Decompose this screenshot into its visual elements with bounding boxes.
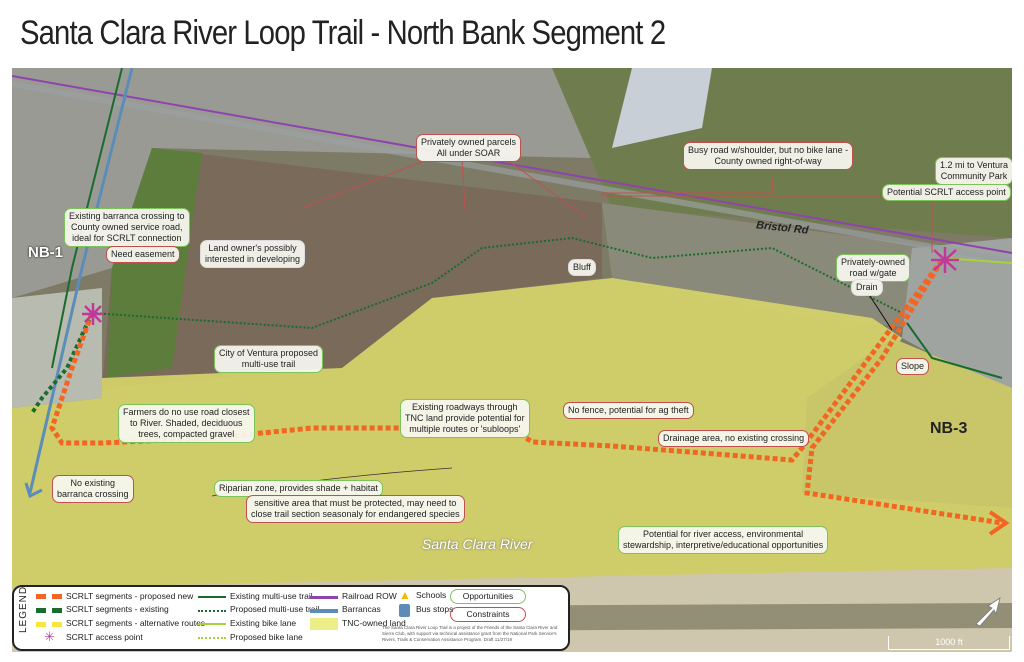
- legend-heading: LEGEND: [18, 585, 29, 633]
- bus-stop-icon: [399, 604, 410, 617]
- legend-opportunities: Opportunities: [450, 589, 526, 604]
- legend-swatch-proposed-bike: [198, 637, 226, 639]
- scrlt-proposed-segment: [49, 258, 945, 463]
- legend-swatch-tnc: [310, 618, 338, 630]
- legend-label: Bus stops: [416, 604, 454, 614]
- bluff-area: [602, 203, 942, 328]
- access-point-icon: ✳: [44, 629, 55, 644]
- legend-swatch-proposed: [36, 594, 62, 599]
- drain-arrow: [867, 292, 893, 331]
- legend-label: TNC-owned land: [342, 618, 406, 628]
- callout-drain: Drain: [851, 279, 883, 296]
- scrlt-proposed-segment-nb3: [804, 258, 1003, 526]
- callout-bluff: Bluff: [568, 259, 596, 276]
- proposed-multi-use-trail: [91, 236, 903, 330]
- legend-label: Railroad ROW: [342, 591, 397, 601]
- river-label: Santa Clara River: [422, 536, 533, 552]
- legend-label: Existing multi-use trail: [230, 591, 313, 601]
- greenhouses: [612, 68, 712, 148]
- urban-area: [12, 68, 592, 298]
- callout-drainage: Drainage area, no existing crossing: [658, 430, 810, 447]
- school-icon: ▲: [399, 588, 411, 602]
- legend-label: Schools: [416, 590, 447, 600]
- callout-sensitive: sensitive area that must be protected, m…: [246, 495, 465, 523]
- callout-leaders: [301, 155, 933, 253]
- legend-label: SCRLT access point: [66, 632, 143, 642]
- scrlt-existing-segment: [30, 312, 94, 415]
- legend-credit: The Santa Clara River Loop Trail is a pr…: [382, 625, 558, 642]
- north-arrow-icon: [975, 597, 1001, 627]
- callout-river-access: Potential for river access, environmenta…: [618, 526, 829, 554]
- barranca-arrow: [24, 482, 43, 499]
- legend-swatch-railroad: [310, 596, 338, 599]
- legend-swatch-existing: [36, 608, 62, 613]
- trail-direction-arrow: [988, 510, 1010, 536]
- legend-label: Proposed bike lane: [230, 632, 303, 642]
- existing-multi-use-trail: [51, 68, 123, 369]
- legend-swatch-multiuse: [198, 596, 226, 598]
- callout-access-point: Potential SCRLT access point: [882, 184, 1011, 201]
- segment-label-nb3: NB-3: [930, 420, 968, 437]
- legend: LEGEND SCRLT segments - proposed new SCR…: [12, 585, 570, 651]
- legend-label: Proposed multi-use trail: [230, 604, 320, 614]
- callout-busy-road: Busy road w/shoulder, but no bike lane -…: [683, 142, 854, 170]
- legend-constraints: Constraints: [450, 607, 526, 622]
- callout-fence: No fence, potential for ag theft: [563, 402, 694, 419]
- legend-label: Barrancas: [342, 604, 381, 614]
- railroad-row: [12, 75, 1012, 254]
- access-point-icon: [931, 247, 959, 273]
- bristol-road: [12, 81, 1012, 264]
- callout-slope: Slope: [896, 358, 930, 375]
- legend-label: SCRLT segments - alternative routes: [66, 618, 206, 628]
- green-field: [107, 148, 202, 378]
- scale-bar: 1000 ft: [888, 636, 1010, 650]
- legend-label: SCRLT segments - proposed new: [66, 591, 194, 601]
- segment-label-nb1: NB-1: [28, 244, 64, 261]
- legend-swatch-bike-lane: [198, 623, 226, 625]
- callout-easement: Need easement: [106, 246, 180, 263]
- page-title: Santa Clara River Loop Trail - North Ban…: [20, 14, 666, 52]
- legend-label: Existing bike lane: [230, 618, 297, 628]
- access-point-icon: [82, 303, 104, 325]
- legend-swatch-proposed-multiuse: [198, 610, 226, 612]
- housing-east: [902, 238, 1012, 398]
- farm-fields-center: [102, 148, 602, 388]
- map-canvas[interactable]: NB-1 NB-3 Bristol Rd Santa Clara River P…: [12, 68, 1012, 652]
- existing-multi-use-trail-east: [906, 322, 1003, 379]
- legend-swatch-barranca: [310, 609, 338, 613]
- legend-label: SCRLT segments - existing: [66, 604, 169, 614]
- legend-swatch-alternative: [36, 622, 62, 627]
- barranca: [28, 68, 134, 494]
